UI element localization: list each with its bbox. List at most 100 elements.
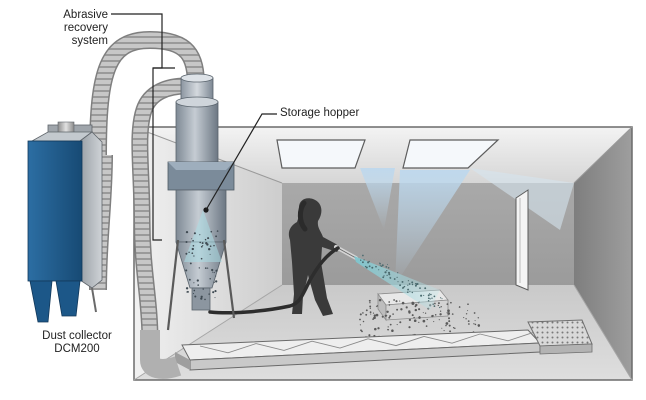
abrasive-grit-dot xyxy=(463,317,465,319)
abrasive-grit-dot xyxy=(429,298,431,300)
abrasive-grit-dot xyxy=(445,322,449,325)
abrasive-grit-dot xyxy=(192,239,194,242)
abrasive-grit-dot xyxy=(445,324,447,327)
abrasive-grit-dot xyxy=(418,316,421,319)
abrasive-grit-dot xyxy=(368,299,371,302)
abrasive-grit-dot xyxy=(193,289,196,292)
storage-hopper-leader xyxy=(205,113,277,211)
abrasive-grit-dot xyxy=(202,245,204,247)
abrasive-grit-dot xyxy=(212,271,214,273)
abrasive-grit-dot xyxy=(207,237,210,240)
abrasive-grit-dot xyxy=(418,308,421,311)
abrasive-grit-dot xyxy=(438,319,440,321)
room-right-wall xyxy=(574,127,632,380)
abrasive-grit-dot xyxy=(204,267,207,269)
abrasive-grit-dot xyxy=(424,287,427,290)
abrasive-grit-dot xyxy=(185,269,188,272)
abrasive-grit-dot xyxy=(388,273,391,276)
abrasive-grit-dot xyxy=(411,301,415,305)
abrasive-grit-dot xyxy=(441,298,443,300)
abrasive-recovery-label-line-2: recovery xyxy=(63,22,108,34)
abrasive-grit-dot xyxy=(439,297,442,299)
abrasive-grit-dot xyxy=(214,297,216,299)
abrasive-grit-dot xyxy=(427,297,430,300)
abrasive-grit-dot xyxy=(185,287,189,290)
abrasive-grit-dot xyxy=(369,305,372,308)
abrasive-grit-dot xyxy=(439,313,442,316)
abrasive-grit-dot xyxy=(387,271,391,274)
abrasive-grit-dot xyxy=(215,280,218,283)
abrasive-grit-dot xyxy=(401,301,405,305)
abrasive-grit-dot xyxy=(413,316,415,319)
abrasive-grit-dot xyxy=(448,324,451,327)
abrasive-grit-dot xyxy=(193,255,195,257)
ceiling-light-right xyxy=(402,139,500,169)
abrasive-grit-dot xyxy=(375,313,379,317)
abrasive-grit-dot xyxy=(373,316,376,320)
abrasive-grit-dot xyxy=(441,327,443,329)
trough-divider xyxy=(255,340,313,351)
abrasive-grit-dot xyxy=(208,293,210,295)
abrasive-grit-dot xyxy=(200,245,203,248)
abrasive-grit-dot xyxy=(188,278,191,281)
abrasive-grit-dot xyxy=(387,328,389,331)
abrasive-grit-dot xyxy=(185,240,188,244)
abrasive-grit-dot xyxy=(359,324,361,326)
abrasive-grit-dot xyxy=(454,327,456,330)
abrasive-grit-dot xyxy=(402,287,404,289)
light-beam-right xyxy=(395,170,470,285)
abrasive-grit-dot xyxy=(473,323,475,325)
abrasive-grit-dot xyxy=(413,319,417,323)
abrasive-grit-dot xyxy=(379,262,381,264)
abrasive-grit-dot xyxy=(193,232,196,235)
abrasive-grit-dot xyxy=(428,293,431,295)
abrasive-grit-dot xyxy=(399,284,402,287)
abrasive-grit-dot xyxy=(388,316,391,319)
abrasive-grit-dot xyxy=(391,329,394,332)
abrasive-grit-dot xyxy=(204,298,206,301)
abrasive-grit-dot xyxy=(411,314,414,317)
abrasive-grit-dot xyxy=(439,310,442,312)
abrasive-grit-dot xyxy=(374,327,377,331)
abrasive-grit-dot xyxy=(414,284,417,287)
abrasive-grit-dot xyxy=(448,317,450,320)
abrasive-grit-dot xyxy=(399,321,402,324)
abrasive-grit-dot xyxy=(192,293,195,295)
abrasive-grit-dot xyxy=(447,309,450,313)
abrasive-grit-dot xyxy=(408,318,412,322)
abrasive-grit-dot xyxy=(477,324,481,327)
abrasive-grit-dot xyxy=(386,270,388,272)
abrasive-grit-dot xyxy=(359,318,361,321)
abrasive-grit-dot xyxy=(372,312,375,314)
abrasive-grit-dot xyxy=(407,280,410,282)
abrasive-grit-dot xyxy=(186,290,189,293)
abrasive-grit-dot xyxy=(397,272,399,274)
abrasive-grit-dot xyxy=(384,271,387,274)
abrasive-grit-dot xyxy=(206,267,209,269)
abrasive-grit-dot xyxy=(186,291,188,293)
abrasive-grit-dot xyxy=(477,317,480,319)
abrasive-grit-dot xyxy=(197,284,200,286)
abrasive-grit-dot xyxy=(422,319,426,323)
abrasive-grit-dot xyxy=(467,320,470,322)
abrasive-grit-dot xyxy=(403,285,406,288)
abrasive-grit-dot xyxy=(386,274,388,277)
abrasive-grit-dot xyxy=(426,318,428,321)
abrasive-grit-dot xyxy=(473,312,476,314)
abrasive-grit-dot xyxy=(215,235,218,238)
abrasive-grit-dot xyxy=(209,245,212,248)
abrasive-grit-dot xyxy=(215,275,217,277)
abrasive-grit-dot xyxy=(407,284,409,286)
abrasive-grit-dot xyxy=(199,234,201,236)
abrasive-grit-dot xyxy=(370,313,372,315)
abrasive-grit-dot xyxy=(437,302,440,305)
abrasive-grit-dot xyxy=(478,325,480,328)
abrasive-grit-dot xyxy=(379,265,382,267)
abrasive-grit-dot xyxy=(395,300,398,303)
abrasive-grit-dot xyxy=(399,300,401,302)
abrasive-grit-dot xyxy=(396,324,398,326)
abrasive-grit-dot xyxy=(411,291,413,294)
abrasive-grit-dot xyxy=(377,327,380,330)
abrasive-grit-dot xyxy=(376,305,379,307)
abrasive-grit-dot xyxy=(446,312,448,314)
